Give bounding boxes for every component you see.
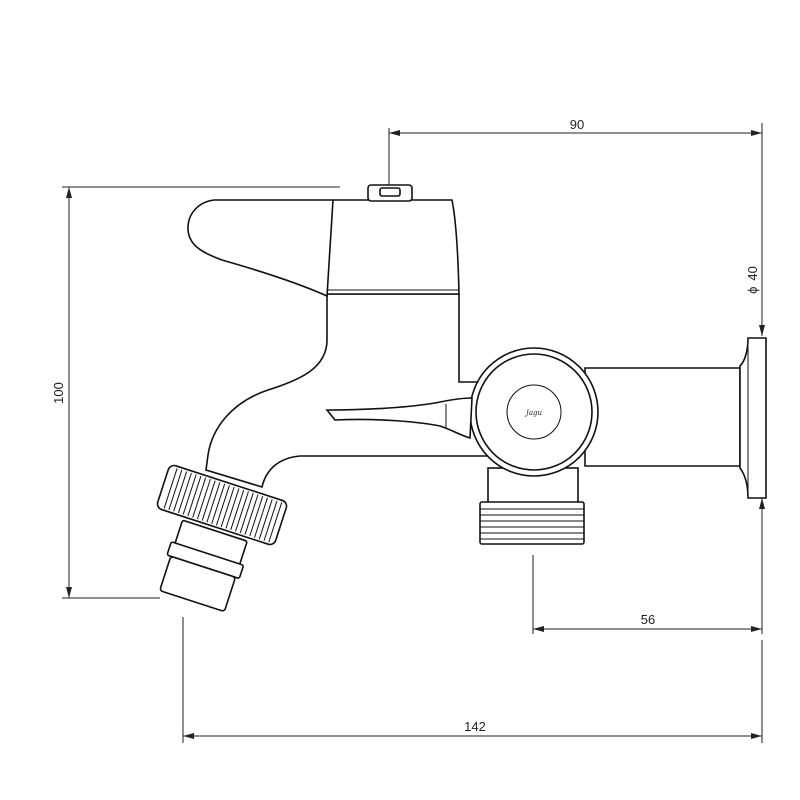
- diameter-value: 40: [745, 266, 760, 280]
- hose-nozzle: [159, 519, 248, 612]
- knurled-hose-nut: [156, 464, 288, 546]
- dimension-90: [388, 123, 763, 330]
- dimension-56: [532, 530, 763, 634]
- handle-housing: [326, 199, 460, 295]
- dimension-100-label: 100: [51, 382, 66, 404]
- outlet-threads: [480, 508, 584, 540]
- brand-logo: Jagu: [524, 409, 542, 417]
- top-screw-head: [379, 187, 401, 197]
- dimension-diameter-40: [759, 300, 765, 530]
- dimension-142-label: 142: [464, 719, 486, 734]
- lower-lever-handle[interactable]: [325, 397, 473, 440]
- dimension-100: [62, 186, 340, 599]
- wall-pipe: [584, 367, 741, 467]
- wall-flange: [739, 337, 767, 499]
- valve-cap-inner: [506, 384, 562, 440]
- dimension-90-label: 90: [570, 117, 584, 132]
- diameter-symbol: ϕ: [745, 287, 760, 294]
- threaded-outlet: [479, 501, 585, 545]
- valve-cap-ring: [475, 353, 593, 471]
- dimension-56-label: 56: [641, 612, 655, 627]
- dimension-diameter-label: ϕ 40: [745, 266, 760, 294]
- top-lever-handle[interactable]: [187, 199, 334, 298]
- faucet-body: [205, 293, 493, 489]
- dimension-142: [182, 617, 763, 743]
